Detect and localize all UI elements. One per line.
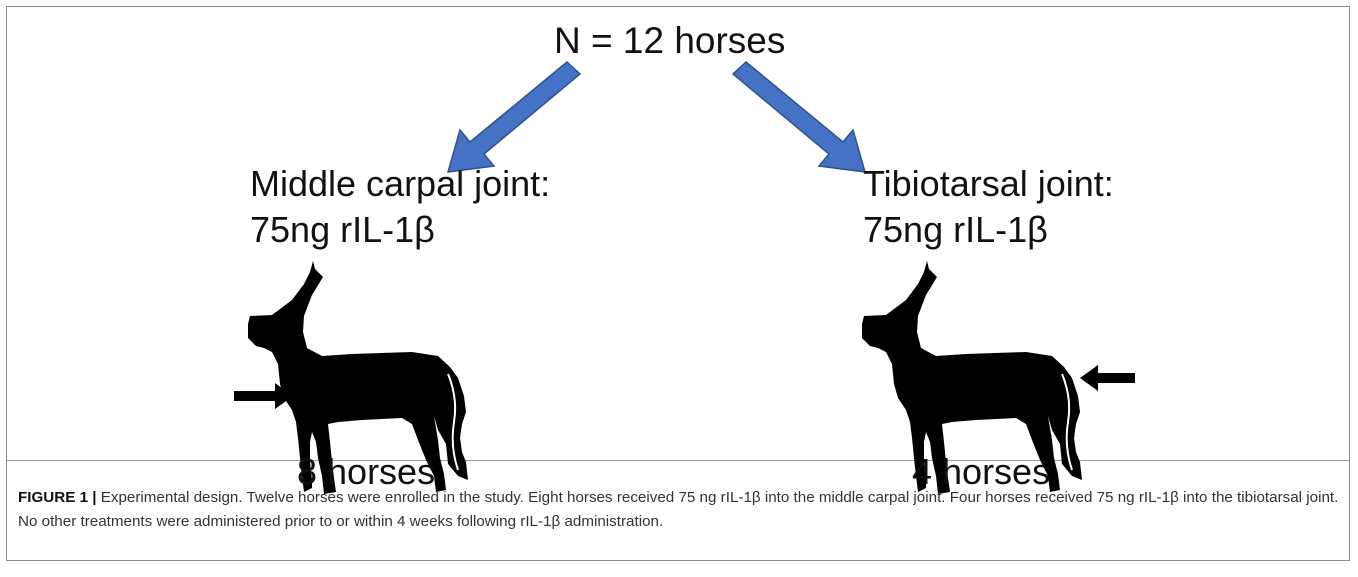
left-branch-title: Middle carpal joint: xyxy=(250,163,550,205)
total-horses-label: N = 12 horses xyxy=(554,20,785,62)
caption-text: Experimental design. Twelve horses were … xyxy=(18,489,1338,530)
right-branch-title: Tibiotarsal joint: xyxy=(863,163,1114,205)
right-joint-pointer-arrow xyxy=(1080,365,1135,391)
right-branch-dose: 75ng rIL-1β xyxy=(863,209,1048,251)
left-blue-arrow xyxy=(448,62,580,172)
caption-lead: FIGURE 1 | xyxy=(18,489,97,506)
figure-caption: FIGURE 1 | Experimental design. Twelve h… xyxy=(18,486,1343,534)
right-blue-arrow xyxy=(733,62,865,172)
left-branch-dose: 75ng rIL-1β xyxy=(250,209,435,251)
